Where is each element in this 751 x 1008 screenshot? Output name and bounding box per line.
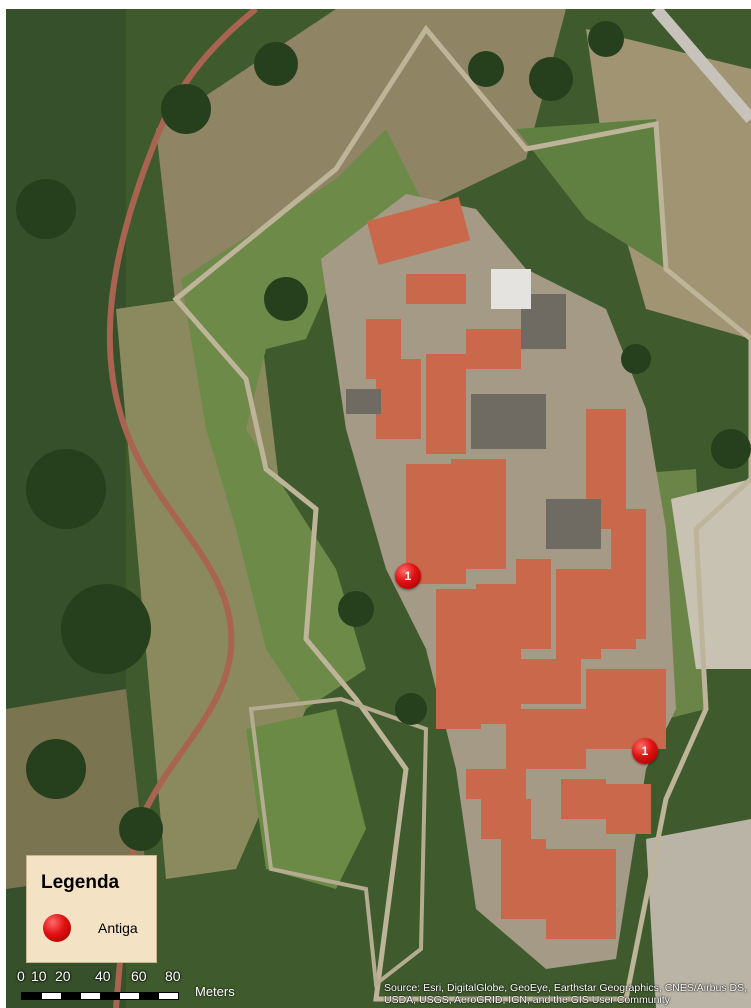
map-imagery [6, 9, 751, 1008]
legend-title: Legenda [41, 872, 120, 893]
scale-tick-label: 0 [17, 968, 25, 984]
aerial-map[interactable]: 1 1 [6, 9, 751, 1008]
map-legend: Legenda Antiga [26, 855, 157, 963]
scale-tick-label: 40 [95, 968, 111, 984]
scale-units-label: Meters [195, 984, 235, 999]
scale-tick-label: 20 [55, 968, 71, 984]
scale-tick-label: 10 [31, 968, 47, 984]
scale-track [21, 992, 179, 1000]
legend-red-dot-icon [43, 914, 71, 942]
legend-item-label: Antiga [98, 920, 138, 936]
site-marker[interactable]: 1 [395, 563, 421, 589]
scale-tick-label: 80 [165, 968, 181, 984]
map-attribution: Source: Esri, DigitalGlobe, GeoEye, Eart… [384, 982, 747, 1006]
marker-label: 1 [641, 744, 649, 758]
marker-label: 1 [404, 569, 412, 583]
scale-bar: 0 10 20 40 60 80 Meters [17, 968, 237, 1004]
scale-tick-label: 60 [131, 968, 147, 984]
site-marker[interactable]: 1 [632, 738, 658, 764]
